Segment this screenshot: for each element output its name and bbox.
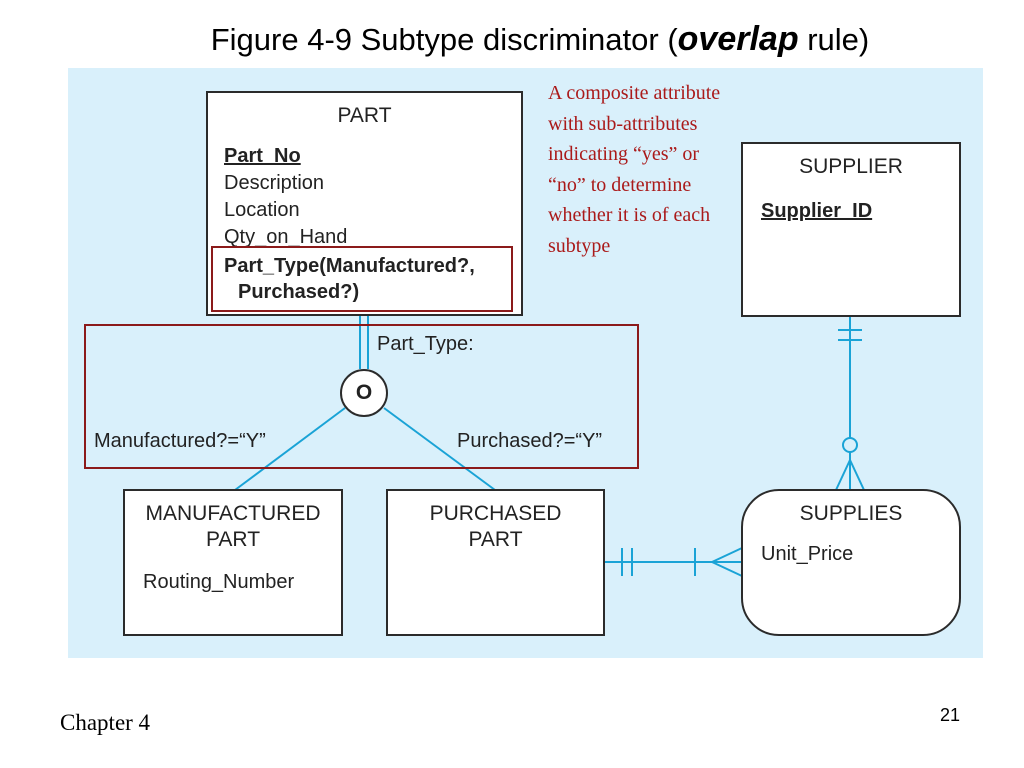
part-composite-attribute-cont: Purchased?) <box>238 281 360 303</box>
manufactured-part-attribute: Routing_Number <box>143 571 295 593</box>
composite-annotation: A composite attribute with sub-attribute… <box>548 82 721 257</box>
entity-purchased-part-name: PURCHASED PART <box>429 502 562 551</box>
purchased-condition: Purchased?=“Y” <box>457 430 603 452</box>
supplies-attribute: Unit_Price <box>761 543 854 565</box>
crowfoot-right <box>849 459 865 491</box>
composite-highlight-box <box>211 246 513 312</box>
part-identifier: Part_No <box>224 145 301 167</box>
title-suffix: rule) <box>798 22 870 57</box>
discriminator-label: Part_Type: <box>377 333 474 355</box>
entity-supplier-name: SUPPLIER <box>799 155 903 178</box>
discriminator-highlight-box <box>84 324 639 469</box>
zero-mark <box>842 437 858 453</box>
crowfoot-left <box>835 459 851 491</box>
page-number: 21 <box>940 705 961 725</box>
entity-manufactured-part-name: MANUFACTURED PART <box>145 502 321 551</box>
line-to-purchased <box>383 407 496 491</box>
entity-supplies-name: SUPPLIES <box>799 502 903 525</box>
slide-title: Figure 4-9 Subtype discriminator (overla… <box>0 20 1024 59</box>
entity-part: PART Part_No Description Location Qty_on… <box>206 91 523 316</box>
entity-supplier: SUPPLIER Supplier_ID <box>741 142 961 317</box>
chapter-label: Chapter 4 <box>60 710 151 735</box>
entity-part-name: PART <box>337 104 392 127</box>
overlap-symbol: O <box>340 369 388 417</box>
title-emphasis: overlap <box>677 20 799 58</box>
entity-purchased-part: PURCHASED PART <box>386 489 605 636</box>
part-attribute: Location <box>224 199 300 221</box>
title-prefix: Figure 4-9 Subtype discriminator ( <box>210 22 678 57</box>
manufactured-condition: Manufactured?=“Y” <box>94 430 266 452</box>
crowfoot-bottom <box>711 561 743 577</box>
supplier-identifier: Supplier_ID <box>761 200 873 222</box>
line-to-manufactured <box>234 407 346 491</box>
entity-supplies: SUPPLIES Unit_Price <box>741 489 961 636</box>
part-attribute: Qty_on_Hand <box>224 226 348 248</box>
part-attribute: Description <box>224 172 325 194</box>
part-composite-attribute: Part_Type(Manufactured?, <box>224 255 475 277</box>
entity-manufactured-part: MANUFACTURED PART Routing_Number <box>123 489 343 636</box>
crowfoot-top <box>711 547 743 563</box>
